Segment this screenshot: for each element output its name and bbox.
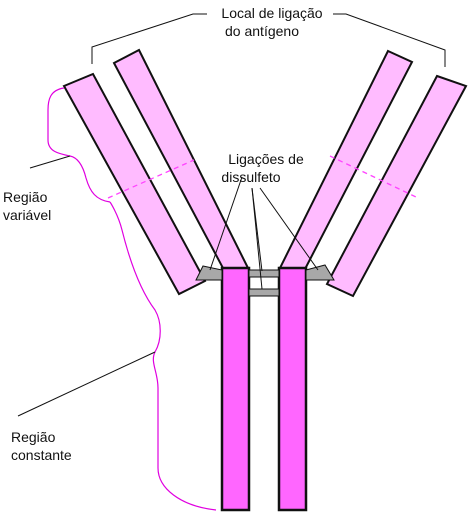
antigen-site-label-line2: do antígeno [225,23,299,39]
boundary-line-left [107,159,195,199]
disulfide-label-line1: Ligações de [228,151,304,167]
heavy-chain-stem-left [220,266,251,512]
light-chain-left [62,72,207,296]
constant-region-bracket [109,201,217,511]
disulfide-bond-right [305,264,335,281]
disulfide-bond-hinge-bottom [248,288,280,297]
disulfide-label-line2: dissulfeto [221,169,280,185]
light-chain-right [325,74,468,298]
antigen-site-label-line1: Local de ligação [221,5,322,21]
disulfide-bond-left [195,265,223,281]
leader-disulfide-3 [251,187,263,290]
constant-region-label-line1: Região [11,429,56,445]
antigen-site-bracket [91,13,207,64]
variable-region-leader [29,155,71,169]
variable-region-label-line1: Região [3,189,48,205]
leader-disulfide-4 [259,187,319,271]
leader-disulfide-1 [209,176,243,271]
constant-region-leader [17,351,156,417]
heavy-chain-stem-right [277,266,308,512]
antigen-site-bracket-right [333,13,446,67]
boundary-line-right [329,155,417,198]
disulfide-bond-hinge-top [248,269,280,278]
constant-region-label-line2: constante [11,447,72,463]
variable-region-label-line2: variável [3,207,51,223]
